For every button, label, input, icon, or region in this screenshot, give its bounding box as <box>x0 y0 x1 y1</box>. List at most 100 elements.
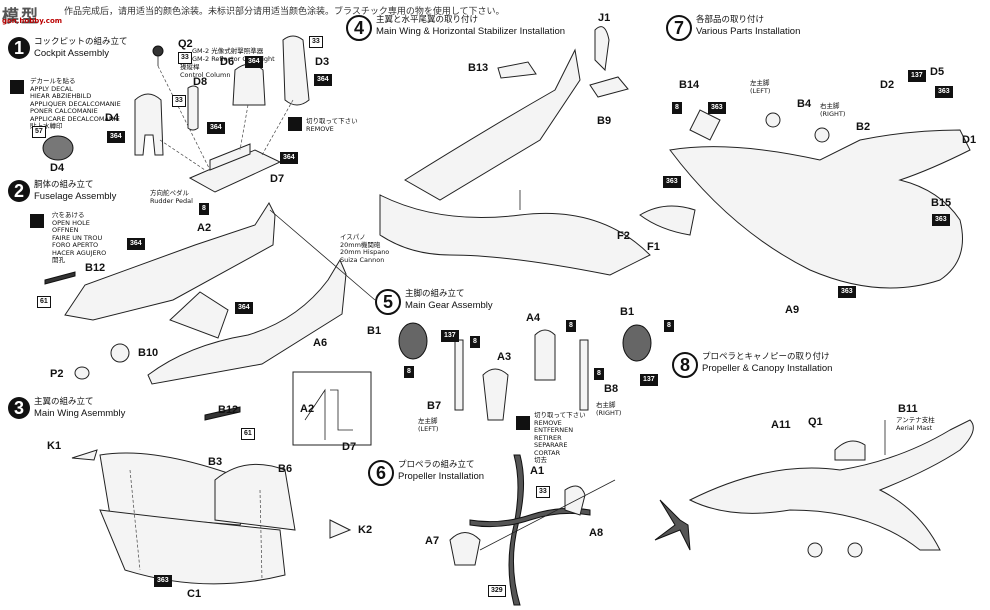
part-label-a1: A1 <box>530 465 545 477</box>
propeller-art <box>449 454 616 606</box>
paint-code-364: 364 <box>127 238 145 250</box>
part-label-d8: D8 <box>193 76 208 88</box>
finished-aircraft-art <box>654 419 974 558</box>
paint-code-363: 363 <box>838 286 856 298</box>
step-title-jp: 主翼の組み立て <box>34 397 94 407</box>
step-title-en: Propeller Installation <box>398 471 485 482</box>
part-label-b2: B2 <box>856 121 871 133</box>
aircraft-plan-art <box>639 109 971 289</box>
paint-code-329: 329 <box>488 585 506 597</box>
step-title-jp: プロペラとキャノピーの取り付け <box>702 352 830 362</box>
part-label-a3: A3 <box>497 351 512 363</box>
paint-code-61: 61 <box>241 428 255 440</box>
part-label-d6: D6 <box>220 56 235 68</box>
step-number: 1 <box>8 37 30 59</box>
header-note: 作品完成后，请用适当的颜色涂装。未标识部分请用适当颜色涂装。ブラスチック専用の物… <box>64 7 505 17</box>
step-number: 6 <box>368 460 394 486</box>
step-number: 3 <box>8 397 30 419</box>
decal-icon <box>10 80 24 94</box>
part-label-a2: A2 <box>197 222 212 234</box>
part-label-d3: D3 <box>315 56 330 68</box>
right-gear-note-7: 右主脚(RIGHT) <box>820 102 846 118</box>
part-label-a6: A6 <box>313 337 328 349</box>
part-label-p2: P2 <box>50 368 64 380</box>
step-title-jp: 主脚の組み立て <box>405 289 465 299</box>
paint-code-364: 364 <box>207 122 225 134</box>
paint-code-364: 364 <box>107 131 125 143</box>
part-label-d1: D1 <box>962 134 977 146</box>
part-label-d5: D5 <box>930 66 945 78</box>
part-label-d2: D2 <box>880 79 895 91</box>
paint-code-8: 8 <box>470 336 480 348</box>
step-number: 5 <box>375 289 401 315</box>
paint-code-364: 364 <box>235 302 253 314</box>
part-label-a8: A8 <box>589 527 604 539</box>
part-label-f1: F1 <box>647 241 660 253</box>
part-label-j1: J1 <box>598 12 611 24</box>
part-label-q1: Q1 <box>808 416 823 428</box>
step-title-jp: 胴体の組み立て <box>34 180 94 190</box>
part-label-b1-left: B1 <box>367 325 382 337</box>
watermark-site: gen.hobby.com <box>2 17 63 25</box>
hole-icon <box>30 214 44 228</box>
part-label-a4: A4 <box>526 312 541 324</box>
part-label-a7: A7 <box>425 535 440 547</box>
part-label-q2: Q2 <box>178 38 193 50</box>
paint-code-8: 8 <box>672 102 682 114</box>
part-label-b12-b: B12 <box>218 404 239 416</box>
paint-code-364: 364 <box>314 74 332 86</box>
paint-code-363: 363 <box>932 214 950 226</box>
paint-code-363: 363 <box>154 575 172 587</box>
paint-code-33: 33 <box>178 52 192 64</box>
paint-code-61: 61 <box>37 296 51 308</box>
paint-code-8: 8 <box>566 320 576 332</box>
part-label-b4: B4 <box>797 98 812 110</box>
part-label-b9: B9 <box>597 115 612 127</box>
part-label-b7: B7 <box>427 400 442 412</box>
paint-code-137: 137 <box>640 374 658 386</box>
watermark-logo: 模型 <box>2 7 40 27</box>
paint-code-8: 8 <box>664 320 674 332</box>
part-label-d4-decal: D4 <box>50 162 65 174</box>
paint-code-33: 33 <box>172 95 186 107</box>
main-gear-art <box>398 322 652 421</box>
paint-code-363: 363 <box>935 86 953 98</box>
cockpit-parts-art <box>42 35 310 193</box>
step-title-en: Propeller & Canopy Installation <box>702 363 833 374</box>
part-label-b15: B15 <box>931 197 952 209</box>
step-title-en: Cockpit Assembly <box>34 48 109 59</box>
step-title-jp: 主翼と水平尾翼の取り付け <box>376 15 479 25</box>
paint-code-137: 137 <box>441 330 459 342</box>
paint-code-364: 364 <box>245 56 263 68</box>
paint-code-8: 8 <box>594 368 604 380</box>
paint-code-57: 57 <box>32 126 46 138</box>
paint-code-364: 364 <box>280 152 298 164</box>
part-label-c1: C1 <box>187 588 202 600</box>
part-label-a9: A9 <box>785 304 800 316</box>
paint-code-33: 33 <box>536 486 550 498</box>
step-number: 2 <box>8 180 30 202</box>
paint-code-363: 363 <box>663 176 681 188</box>
step-title-en: Main Gear Assembly <box>405 300 493 311</box>
step-title-en: Main Wing Asemmbly <box>34 408 126 419</box>
step-title-en: Main Wing & Horizontal Stabilizer Instal… <box>376 26 566 37</box>
step-number: 8 <box>672 352 698 378</box>
part-label-b3: B3 <box>208 456 223 468</box>
step-title-jp: 各部品の取り付け <box>696 15 765 25</box>
part-label-b6: B6 <box>278 463 293 475</box>
step-number: 4 <box>346 15 372 41</box>
part-label-b11: B11 <box>898 403 918 415</box>
remove-icon-2 <box>516 416 530 430</box>
